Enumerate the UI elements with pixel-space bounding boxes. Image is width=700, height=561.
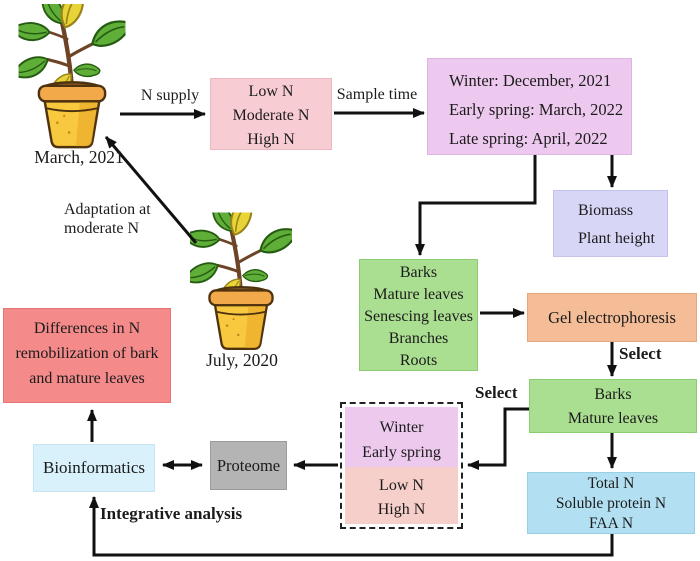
sample-time-line: Winter: December, 2021 xyxy=(449,71,612,90)
selected-tissue-line: Barks xyxy=(594,386,632,403)
tissue-line: Branches xyxy=(388,330,449,347)
tissue-line: Barks xyxy=(399,264,438,281)
selected-tissue-line: Mature leaves xyxy=(567,410,659,427)
n-fractions-box: Total N Soluble protein N FAA N xyxy=(527,472,695,534)
n-level-line: Low N xyxy=(379,477,424,494)
growth-metric-line: Biomass xyxy=(578,202,634,219)
outcome-box: Differences in N remobilization of bark … xyxy=(3,308,171,403)
n-supply-label: N supply xyxy=(140,87,200,104)
sample-time-line: Early spring: March, 2022 xyxy=(449,100,624,119)
adaptation-line: Adaptation at xyxy=(64,201,151,218)
selected-nlevels-section: Low N High N xyxy=(345,467,458,524)
gel-electrophoresis-box: Gel electrophoresis xyxy=(527,293,697,342)
selected-groups-box: Winter Early spring Low N High N xyxy=(340,402,463,529)
tissue-line: Roots xyxy=(399,352,438,369)
season-line: Early spring xyxy=(362,444,441,461)
n-fraction-line: FAA N xyxy=(588,515,634,532)
adaptation-label: Adaptation at moderate N xyxy=(64,200,151,238)
arrow-selected-tissues-to-groups xyxy=(467,407,529,470)
potted-plant-icon xyxy=(190,210,292,356)
plant-start-date-label: March, 2021 xyxy=(34,147,124,167)
season-line: Winter xyxy=(379,419,424,436)
growth-metric-line: Plant height xyxy=(578,230,655,247)
integrative-analysis-label: Integrative analysis xyxy=(100,504,243,523)
n-treatment-line: Moderate N xyxy=(232,107,310,124)
sample-time-label: Sample time xyxy=(336,86,418,103)
bioinformatics-box: Bioinformatics xyxy=(33,444,155,492)
potted-plant-icon xyxy=(14,4,130,152)
outcome-line: and mature leaves xyxy=(29,370,145,387)
proteome-label: Proteome xyxy=(216,456,281,475)
selected-seasons-section: Winter Early spring xyxy=(345,407,458,467)
select-groups-label: Select xyxy=(475,383,518,402)
plant-origin-date-label: July, 2020 xyxy=(206,350,278,370)
selected-tissues-box: Barks Mature leaves xyxy=(529,379,697,433)
gel-label: Gel electrophoresis xyxy=(548,308,676,327)
n-treatments-box: Low N Moderate N High N xyxy=(210,78,332,150)
tissue-line: Senescing leaves xyxy=(364,308,473,325)
outcome-line: Differences in N xyxy=(33,320,141,337)
outcome-line: remobilization of bark xyxy=(15,345,159,362)
sample-time-line: Late spring: April, 2022 xyxy=(449,129,608,148)
growth-metrics-box: Biomass Plant height xyxy=(553,190,668,257)
bioinformatics-label: Bioinformatics xyxy=(43,458,145,477)
adaptation-line: moderate N xyxy=(64,220,140,237)
proteome-box: Proteome xyxy=(210,441,287,490)
tissues-box: Barks Mature leaves Senescing leaves Bra… xyxy=(359,259,478,371)
sample-times-box: Winter: December, 2021 Early spring: Mar… xyxy=(427,58,632,155)
n-fraction-line: Soluble protein N xyxy=(555,495,667,512)
n-treatment-line: High N xyxy=(247,131,295,148)
n-treatment-line: Low N xyxy=(248,83,294,100)
n-fraction-line: Total N xyxy=(587,475,635,492)
arrow-sampletimes-to-tissues xyxy=(415,155,537,256)
tissue-line: Mature leaves xyxy=(373,286,464,303)
n-level-line: High N xyxy=(377,501,426,518)
select-gel-label: Select xyxy=(619,344,662,363)
